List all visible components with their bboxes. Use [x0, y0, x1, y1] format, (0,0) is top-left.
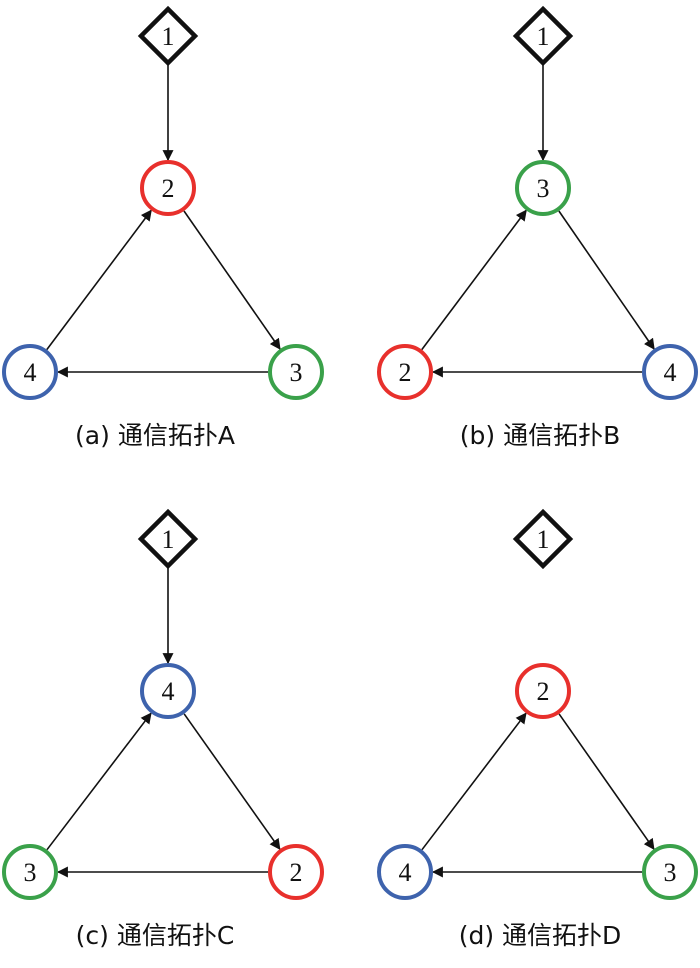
panel-caption: (b) 通信拓扑B [460, 421, 620, 450]
leader-node-label: 1 [162, 525, 175, 554]
agent-node-label: 4 [664, 358, 677, 387]
edge-left-to-top [421, 712, 527, 851]
agent-node-label: 3 [290, 358, 303, 387]
agent-node-label: 2 [399, 358, 412, 387]
agent-node-right [268, 844, 324, 900]
agent-node-top [140, 663, 196, 719]
edge-left-to-top [421, 209, 527, 351]
agent-node-left [2, 344, 58, 400]
agent-node-top [515, 663, 571, 719]
panel-a: 1 2 3 4 (a) 通信拓扑A [2, 5, 324, 450]
agent-node-right [268, 344, 324, 400]
agent-node-label: 3 [537, 174, 550, 203]
panel-c: 1 4 2 3 (c) 通信拓扑C [2, 508, 324, 950]
leader-node-diamond [512, 5, 574, 67]
agent-node-left [377, 844, 433, 900]
agent-node-top [140, 160, 196, 216]
leader-node-diamond [137, 5, 199, 67]
agent-node-label: 3 [24, 858, 37, 887]
leader-node-label: 1 [162, 22, 175, 51]
edge-left-to-top [46, 209, 152, 351]
edge-left-to-top [46, 712, 152, 851]
agent-node-label: 4 [399, 858, 412, 887]
panel-b: 1 3 4 2 (b) 通信拓扑B [377, 5, 698, 450]
agent-node-label: 4 [24, 358, 37, 387]
panel-caption: (a) 通信拓扑A [75, 421, 235, 450]
edge-top-to-right [558, 210, 655, 350]
edge-top-to-right [183, 713, 281, 850]
leader-node-diamond [512, 508, 574, 570]
edge-top-to-right [558, 713, 655, 851]
panel-caption: (c) 通信拓扑C [76, 921, 235, 950]
agent-node-left [377, 344, 433, 400]
agent-node-label: 3 [664, 858, 677, 887]
agent-node-left [2, 844, 58, 900]
leader-node-label: 1 [537, 525, 550, 554]
panel-d: 1 2 3 4 (d) 通信拓扑D [377, 508, 698, 950]
agent-node-right [642, 344, 698, 400]
agent-node-label: 4 [162, 677, 175, 706]
agent-node-right [642, 844, 698, 900]
agent-node-label: 2 [290, 858, 303, 887]
leader-node-diamond [137, 508, 199, 570]
agent-node-label: 2 [162, 174, 175, 203]
leader-node-label: 1 [537, 22, 550, 51]
panel-caption: (d) 通信拓扑D [459, 921, 622, 950]
edge-top-to-right [183, 210, 281, 350]
agent-node-top [515, 160, 571, 216]
agent-node-label: 2 [537, 677, 550, 706]
